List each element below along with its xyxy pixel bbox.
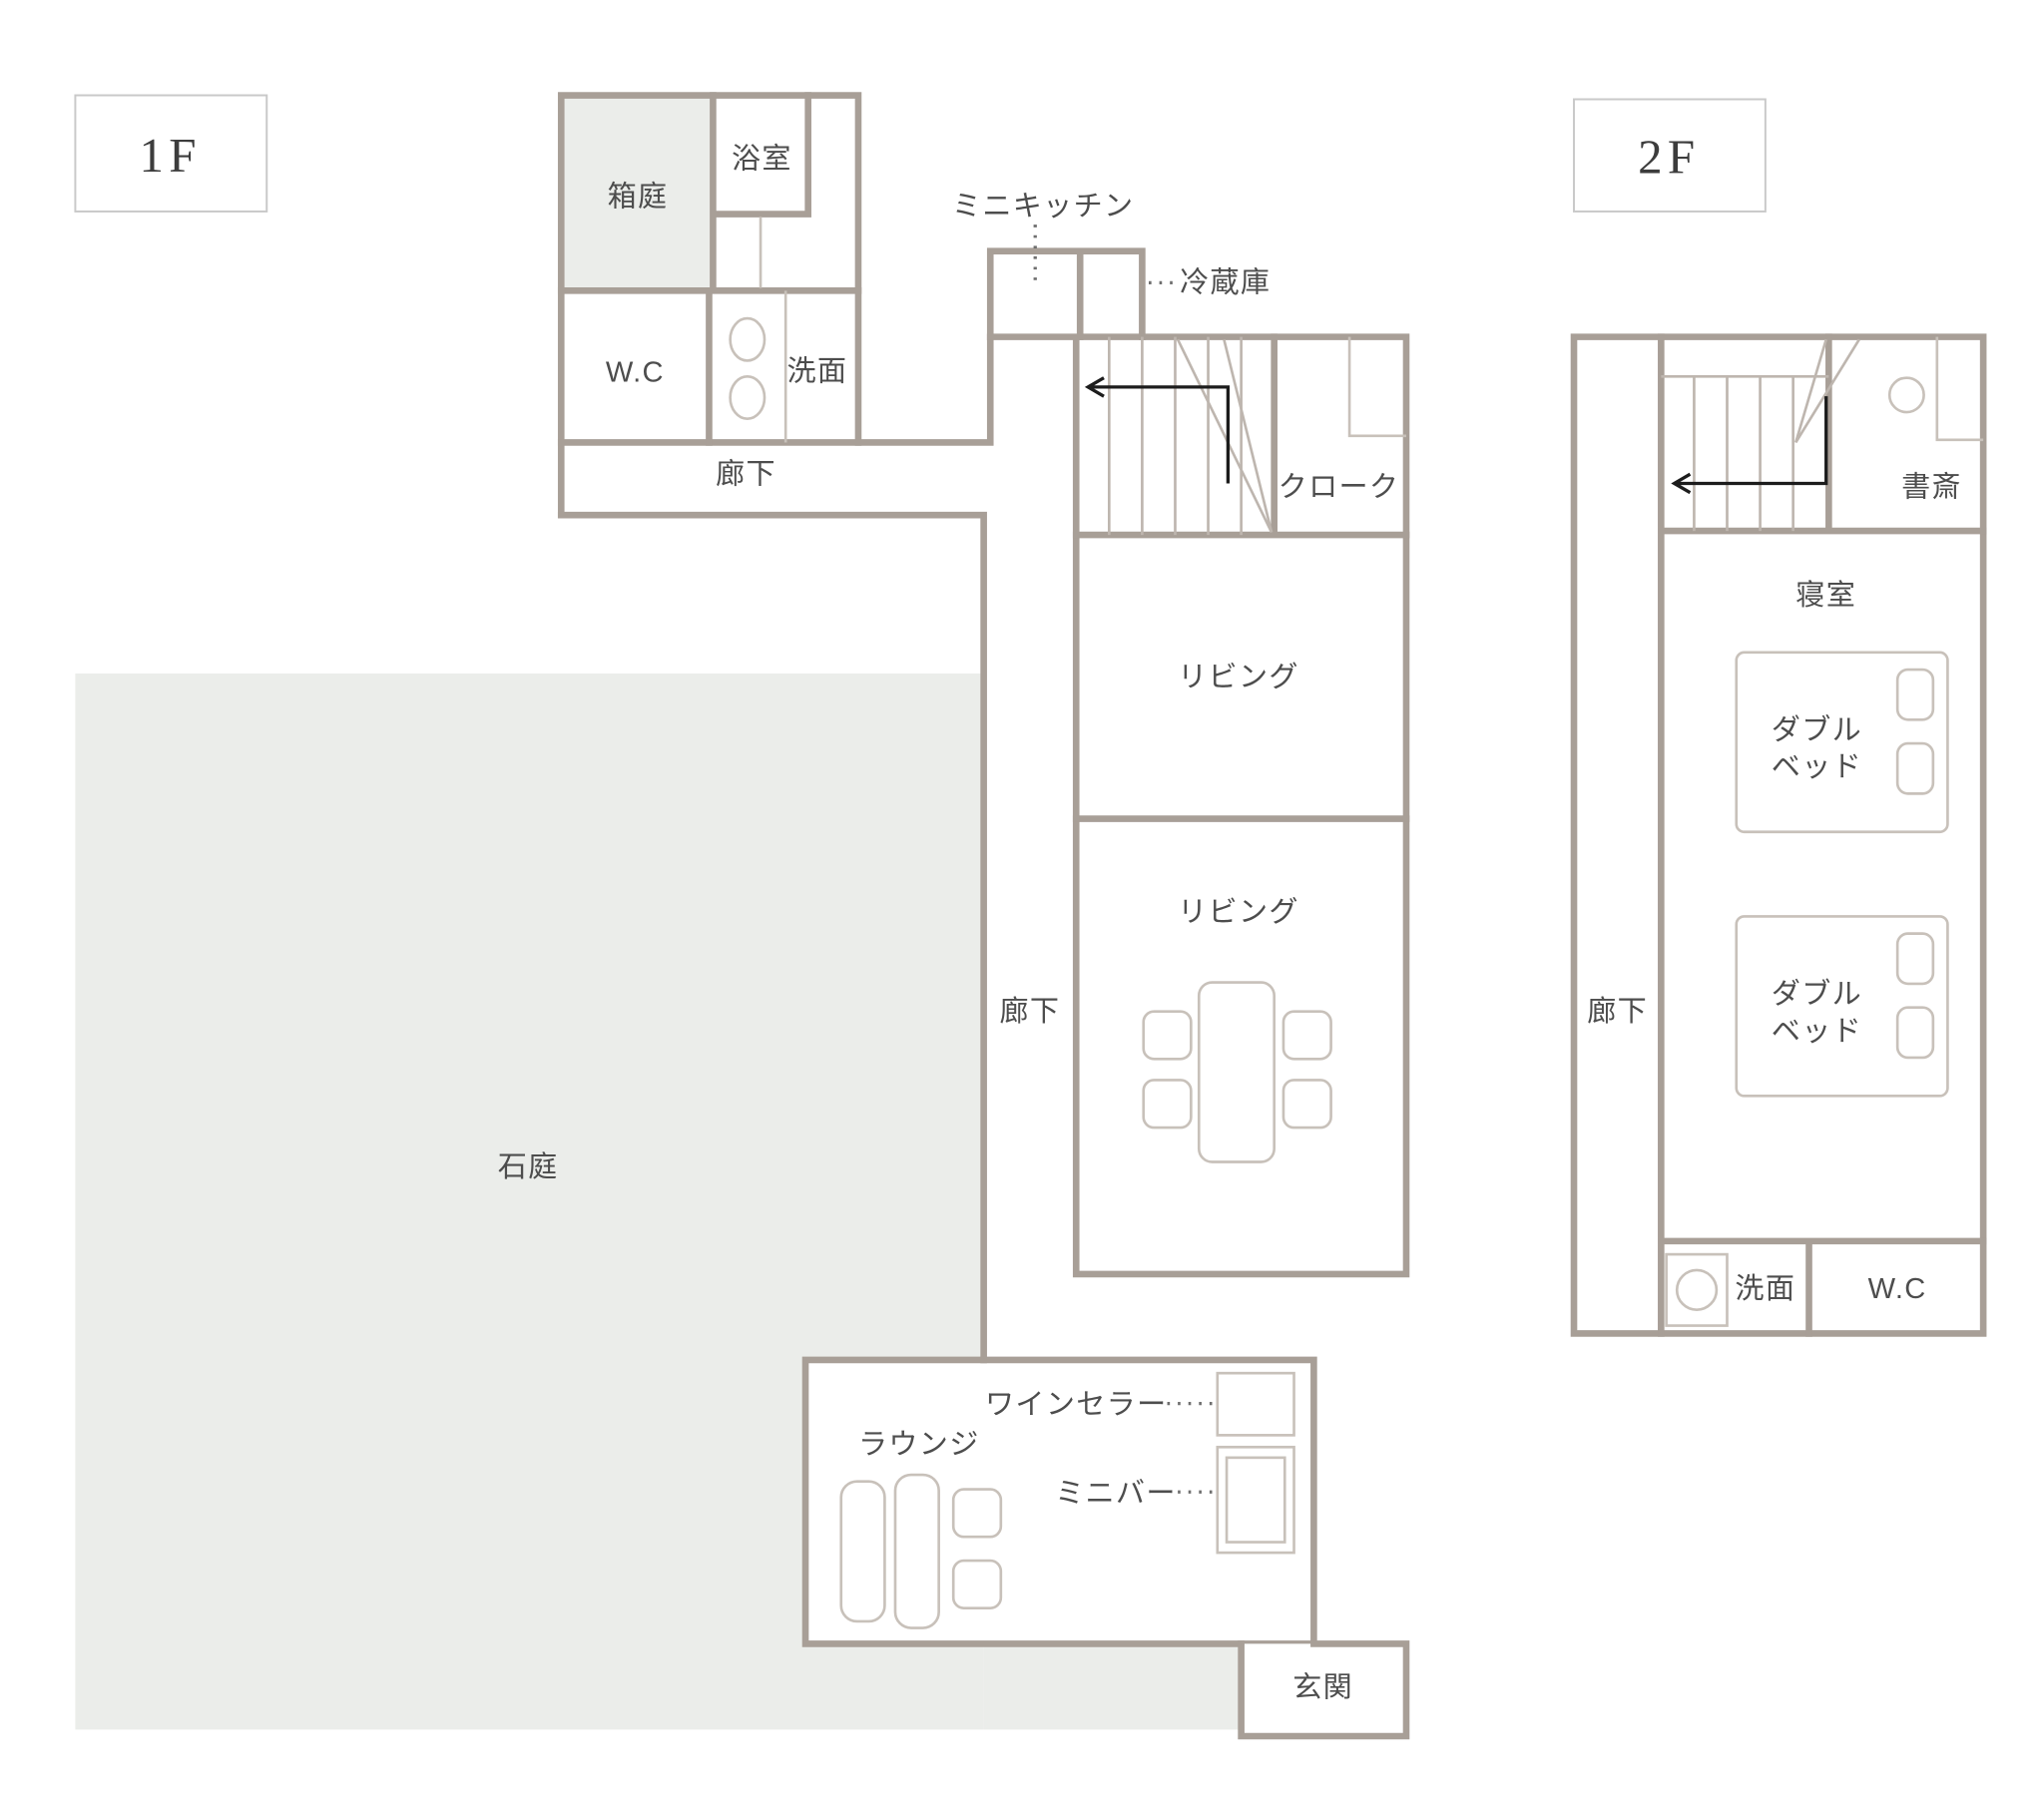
wall-bath-partitions <box>557 92 862 446</box>
lounge-chair <box>951 1488 1003 1539</box>
stairs-1f-direction-arrow <box>1084 376 1231 484</box>
living-chair <box>1142 1079 1193 1130</box>
washroom-sink-2 <box>729 374 766 420</box>
floor1-tag-label: 1F <box>140 128 202 183</box>
wine-cellar-label: ワインセラー <box>985 1389 1168 1421</box>
floor1-plan: 箱庭 浴室 W.C 洗面 廊下 ミニキッチン 冷蔵庫 クローク リビング リビン… <box>498 92 1410 1740</box>
corridor-main-label: 廊下 <box>1000 995 1061 1028</box>
bed-pillow <box>1895 1006 1935 1060</box>
corridor-top-label: 廊下 <box>716 457 776 490</box>
wall-corridor-top <box>557 333 994 446</box>
rock-garden-area-extension <box>983 1643 1242 1730</box>
bed-outline <box>1735 915 1949 1098</box>
washroom-label-1f: 洗面 <box>787 354 848 387</box>
stairs-1f-winder-lines <box>1176 338 1274 534</box>
stairs-2f-direction-arrow <box>1671 396 1828 495</box>
bed-outline <box>1735 651 1949 834</box>
floor2-plan: 書斎 寝室 ダブル ベッド ダブル ベッド 廊下 洗面 W.C <box>1570 333 1987 1337</box>
stairs-2f <box>1661 338 1860 532</box>
floor1-tag: 1F <box>74 94 268 213</box>
cloak-label: クローク <box>1278 472 1400 504</box>
study-stool <box>1887 376 1925 414</box>
fridge-label: 冷蔵庫 <box>1180 266 1271 299</box>
bed-pillow <box>1895 932 1935 986</box>
stairs-2f-treads <box>1693 376 1794 532</box>
corridor-2f-label: 廊下 <box>1587 995 1648 1028</box>
floor2-tag-label: 2F <box>1638 130 1700 185</box>
rock-garden-label: 石庭 <box>498 1150 559 1183</box>
bed-pillow <box>1895 668 1935 721</box>
floor2-tag-box <box>1573 98 1767 213</box>
mini-bar-unit-inner <box>1225 1456 1286 1544</box>
washroom-label-2f: 洗面 <box>1735 1272 1795 1305</box>
washroom-sink-1 <box>729 316 766 362</box>
box-garden-area <box>561 95 714 291</box>
cloak-closet-line <box>1347 336 1406 438</box>
double-bed-1 <box>1735 651 1949 834</box>
mini-bar-unit <box>1216 1445 1295 1555</box>
double-bed-2 <box>1735 915 1949 1098</box>
box-garden-label: 箱庭 <box>608 181 669 214</box>
wall-main-block <box>986 333 1410 1278</box>
double-bed-2-label-line2: ベッド <box>1772 1016 1862 1048</box>
bed-pillow <box>1895 741 1935 795</box>
stairs-2f-winder-lines <box>1794 338 1860 444</box>
lounge-chair <box>951 1559 1003 1609</box>
wc-label-1f: W.C <box>606 357 665 389</box>
living-chair <box>1281 1010 1332 1061</box>
wall-f2-outer <box>1570 333 1987 1337</box>
living-chair <box>1142 1010 1193 1061</box>
living-lower-label: リビング <box>1178 896 1299 929</box>
entrance-label: 玄関 <box>1292 1670 1353 1703</box>
study-desk-line <box>1935 336 1984 442</box>
floor1-tag-box <box>74 94 268 213</box>
stairs-1f <box>1084 336 1274 536</box>
double-bed-1-label-line1: ダブル <box>1772 713 1862 746</box>
wine-cellar-unit <box>1216 1371 1295 1437</box>
wall-f2-partitions <box>1658 333 1987 1337</box>
study-label: 書斎 <box>1901 471 1962 504</box>
wc-label-2f: W.C <box>1868 1273 1927 1305</box>
floor2-tag: 2F <box>1573 98 1767 213</box>
lounge-sofa <box>893 1473 940 1629</box>
living-chair <box>1281 1079 1332 1130</box>
wall-mini-kitchen <box>986 247 1146 340</box>
living-upper-label: リビング <box>1178 661 1299 693</box>
double-bed-1-label-line2: ベッド <box>1772 751 1862 783</box>
lounge-sofa <box>839 1480 886 1623</box>
mini-bar-label: ミニバー <box>1055 1478 1177 1510</box>
lounge-label: ラウンジ <box>858 1429 980 1461</box>
entrance-floor <box>1241 1643 1406 1737</box>
living-table <box>1197 981 1277 1163</box>
wall-entrance <box>1238 1640 1410 1740</box>
wall-corridor-left <box>557 511 987 1364</box>
washroom-counter-2f <box>1665 1252 1729 1327</box>
washroom-sink-2f <box>1675 1268 1719 1311</box>
bath-label: 浴室 <box>732 142 792 175</box>
lounge-furniture <box>839 1371 1295 1629</box>
mini-kitchen-label: ミニキッチン <box>952 191 1135 223</box>
bedroom-label: 寝室 <box>1795 579 1856 612</box>
stairs-1f-treads <box>1107 336 1243 536</box>
double-bed-2-label-line1: ダブル <box>1772 978 1862 1011</box>
living-table-set <box>1142 981 1332 1163</box>
